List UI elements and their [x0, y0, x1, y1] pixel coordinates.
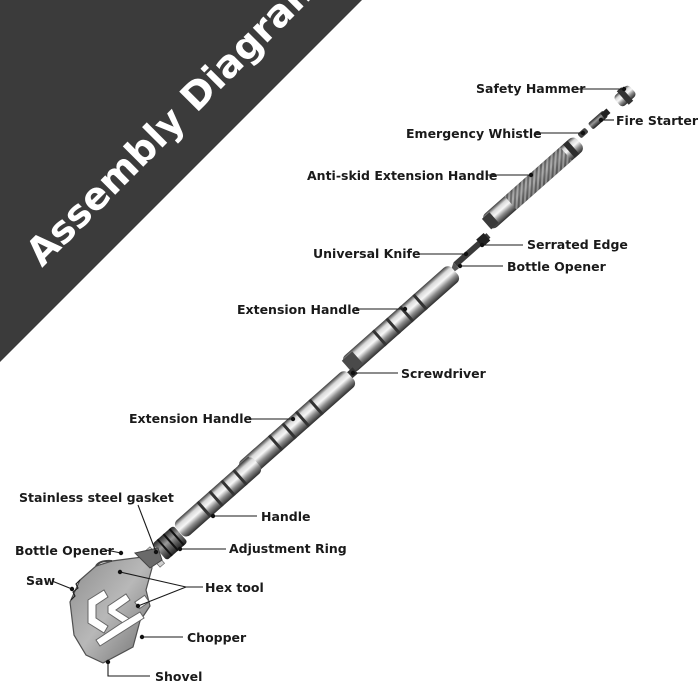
- label-extension-handle-1: Extension Handle: [237, 302, 360, 317]
- fire-starter-part: [588, 108, 611, 129]
- label-hex-tool: Hex tool: [205, 580, 264, 595]
- label-stainless-gasket: Stainless steel gasket: [19, 490, 174, 505]
- handle-part: [174, 457, 262, 537]
- label-bottle-opener-bottom: Bottle Opener: [15, 543, 115, 558]
- safety-hammer-part: [614, 85, 636, 107]
- label-adjustment-ring: Adjustment Ring: [229, 541, 347, 556]
- label-emergency-whistle: Emergency Whistle: [406, 126, 542, 141]
- label-anti-skid-handle: Anti-skid Extension Handle: [307, 168, 497, 183]
- labels: Safety Hammer Fire Starter Emergency Whi…: [15, 81, 699, 684]
- label-safety-hammer: Safety Hammer: [476, 81, 586, 96]
- label-handle: Handle: [261, 509, 311, 524]
- tool-parts: [69, 85, 636, 664]
- banner-background: [0, 0, 362, 362]
- label-screwdriver: Screwdriver: [401, 366, 487, 381]
- label-extension-handle-2: Extension Handle: [129, 411, 252, 426]
- label-fire-starter: Fire Starter: [616, 113, 699, 128]
- anti-skid-handle-part: [481, 137, 583, 230]
- shovel-blade: [69, 547, 163, 664]
- label-universal-knife: Universal Knife: [313, 246, 420, 261]
- label-bottle-opener-top: Bottle Opener: [507, 259, 607, 274]
- adjustment-ring-part: [153, 526, 187, 560]
- extension-handle-1-part: [341, 266, 460, 373]
- label-serrated-edge: Serrated Edge: [527, 237, 628, 252]
- label-shovel: Shovel: [155, 669, 202, 684]
- label-chopper: Chopper: [187, 630, 247, 645]
- label-saw: Saw: [26, 573, 55, 588]
- universal-knife-part: [449, 233, 491, 276]
- leader-lines: [51, 86, 627, 677]
